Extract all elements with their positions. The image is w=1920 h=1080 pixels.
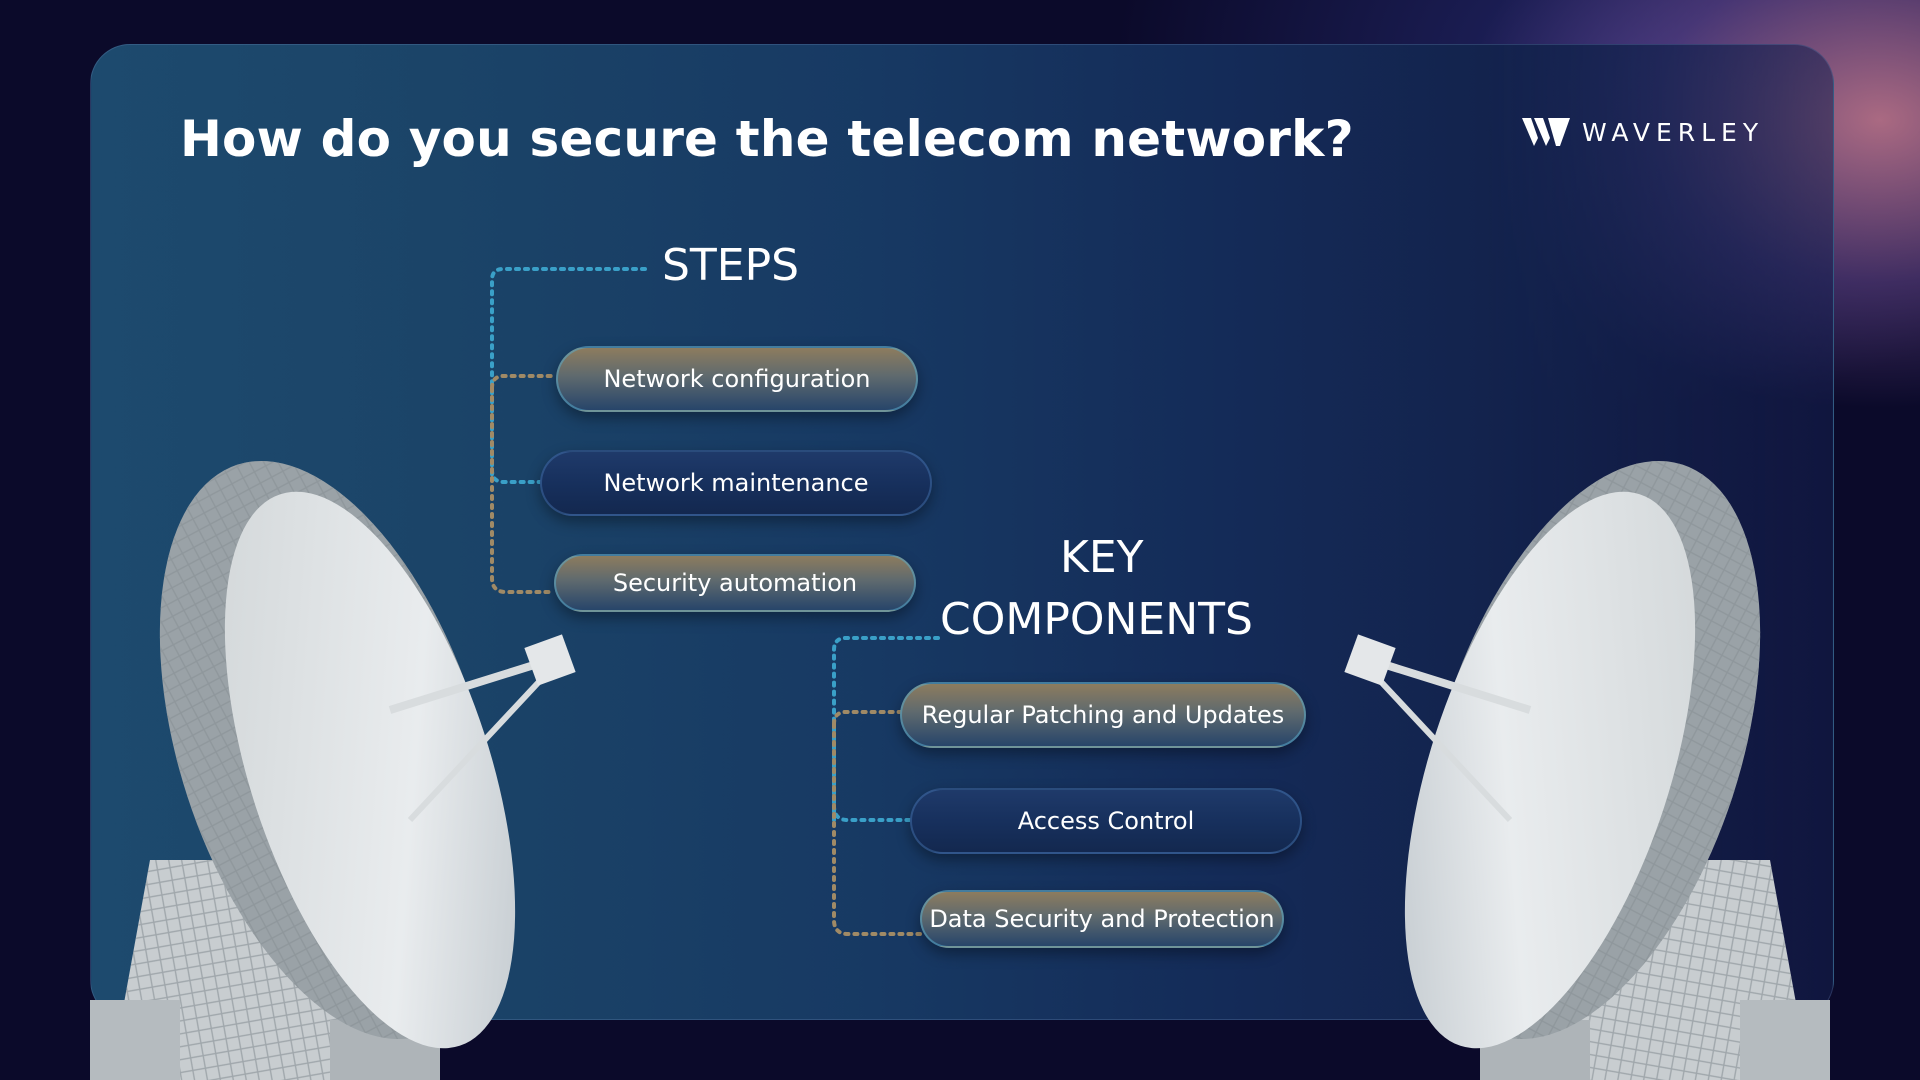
waverley-w-logo-icon xyxy=(1522,118,1570,146)
component-label: Data Security and Protection xyxy=(929,905,1275,933)
component-regular-patching: Regular Patching and Updates xyxy=(900,682,1306,748)
component-access-control: Access Control xyxy=(910,788,1302,854)
slide-title: How do you secure the telecom network? xyxy=(180,110,1354,168)
step-label: Network configuration xyxy=(603,365,871,393)
step-label: Security automation xyxy=(612,569,858,597)
component-label: Regular Patching and Updates xyxy=(921,701,1285,729)
key-components-heading-line1: KEY xyxy=(1060,532,1144,583)
satellite-dish-icon xyxy=(90,460,576,1080)
satellite-dish-icon xyxy=(1344,460,1830,1080)
brand-name: WAVERLEY xyxy=(1582,117,1765,147)
component-label: Access Control xyxy=(1017,807,1195,835)
step-network-configuration: Network configuration xyxy=(556,346,918,412)
step-security-automation: Security automation xyxy=(554,554,916,612)
steps-heading: STEPS xyxy=(662,240,800,291)
step-network-maintenance: Network maintenance xyxy=(540,450,932,516)
brand-logo: WAVERLEY xyxy=(1522,116,1764,148)
step-label: Network maintenance xyxy=(603,469,869,497)
component-data-security: Data Security and Protection xyxy=(920,890,1284,948)
key-components-heading-line2: COMPONENTS xyxy=(940,594,1253,645)
